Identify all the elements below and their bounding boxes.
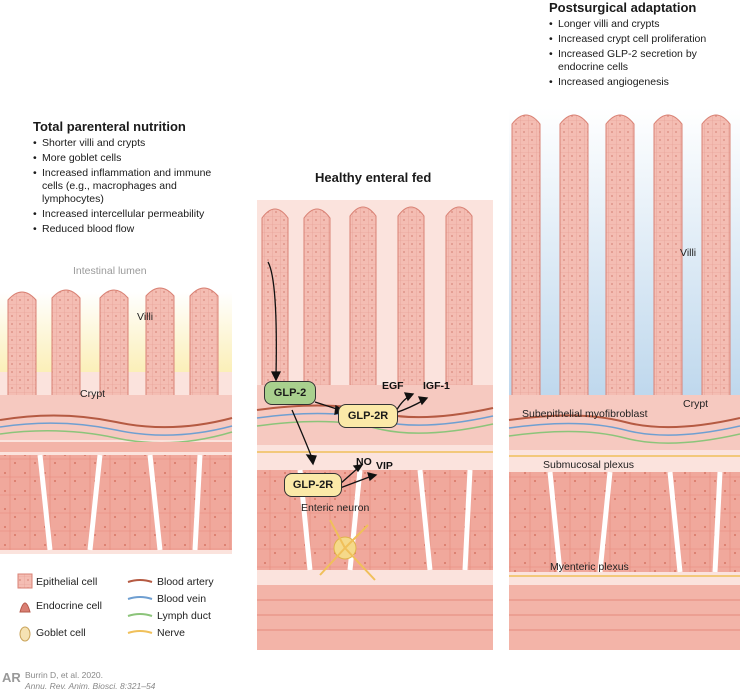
post-bullet: Increased angiogenesis	[549, 76, 739, 89]
glp2r-box-lower: GLP-2R	[284, 473, 342, 497]
legend-lymph: Lymph duct	[157, 610, 211, 622]
healthy-title: Healthy enteral fed	[315, 170, 432, 185]
myofibroblast-label: Subepithelial myofibroblast	[522, 408, 648, 420]
tpn-villi-label: Villi	[137, 311, 154, 323]
glp2r-box-upper: GLP-2R	[338, 404, 398, 428]
legend-nerve: Nerve	[157, 627, 186, 639]
intestinal-lumen-label: Intestinal lumen	[73, 265, 147, 277]
post-crypt-label: Crypt	[683, 398, 709, 410]
legend-goblet: Goblet cell	[36, 627, 86, 639]
igf1-label: IGF-1	[423, 380, 450, 392]
legend-artery: Blood artery	[157, 576, 214, 588]
post-villi-label: Villi	[680, 247, 697, 259]
tpn-panel-art	[0, 287, 233, 554]
egf-label: EGF	[382, 380, 404, 392]
glp2-box: GLP-2	[264, 381, 316, 405]
tpn-bullet: Reduced blood flow	[33, 223, 233, 236]
tpn-bullet: Increased inflammation and immune cells …	[33, 167, 233, 206]
legend-vein: Blood vein	[157, 593, 207, 605]
submucosal-plexus-label: Submucosal plexus	[543, 459, 635, 471]
credit-line-2: Annu. Rev. Anim. Biosci. 8:321–54	[25, 681, 156, 691]
annual-reviews-logo: AR	[2, 670, 21, 685]
tpn-bullet: More goblet cells	[33, 152, 233, 165]
myenteric-plexus-label: Myenteric plexus	[550, 561, 629, 573]
tpn-bullet: Shorter villi and crypts	[33, 137, 233, 150]
enteric-neuron-label: Enteric neuron	[301, 502, 370, 514]
tpn-title: Total parenteral nutrition	[33, 119, 186, 134]
legend-symbols	[17, 573, 153, 642]
post-bullet-list: Longer villi and crypts Increased crypt …	[549, 18, 739, 91]
post-bullet: Increased GLP-2 secretion by endocrine c…	[549, 48, 739, 74]
post-bullet: Longer villi and crypts	[549, 18, 739, 31]
legend-endocrine: Endocrine cell	[36, 600, 102, 612]
tpn-bullet: Increased intercellular permeability	[33, 208, 233, 221]
post-title: Postsurgical adaptation	[549, 0, 697, 15]
post-panel-art	[508, 108, 740, 650]
no-label: NO	[356, 456, 372, 468]
tpn-bullet-list: Shorter villi and crypts More goblet cel…	[33, 137, 233, 238]
legend-epithelial: Epithelial cell	[36, 576, 98, 588]
tpn-crypt-label: Crypt	[80, 388, 106, 400]
vip-label: VIP	[376, 460, 393, 472]
post-bullet: Increased crypt cell proliferation	[549, 33, 739, 46]
credit-line-1: Burrin D, et al. 2020.	[25, 670, 103, 680]
